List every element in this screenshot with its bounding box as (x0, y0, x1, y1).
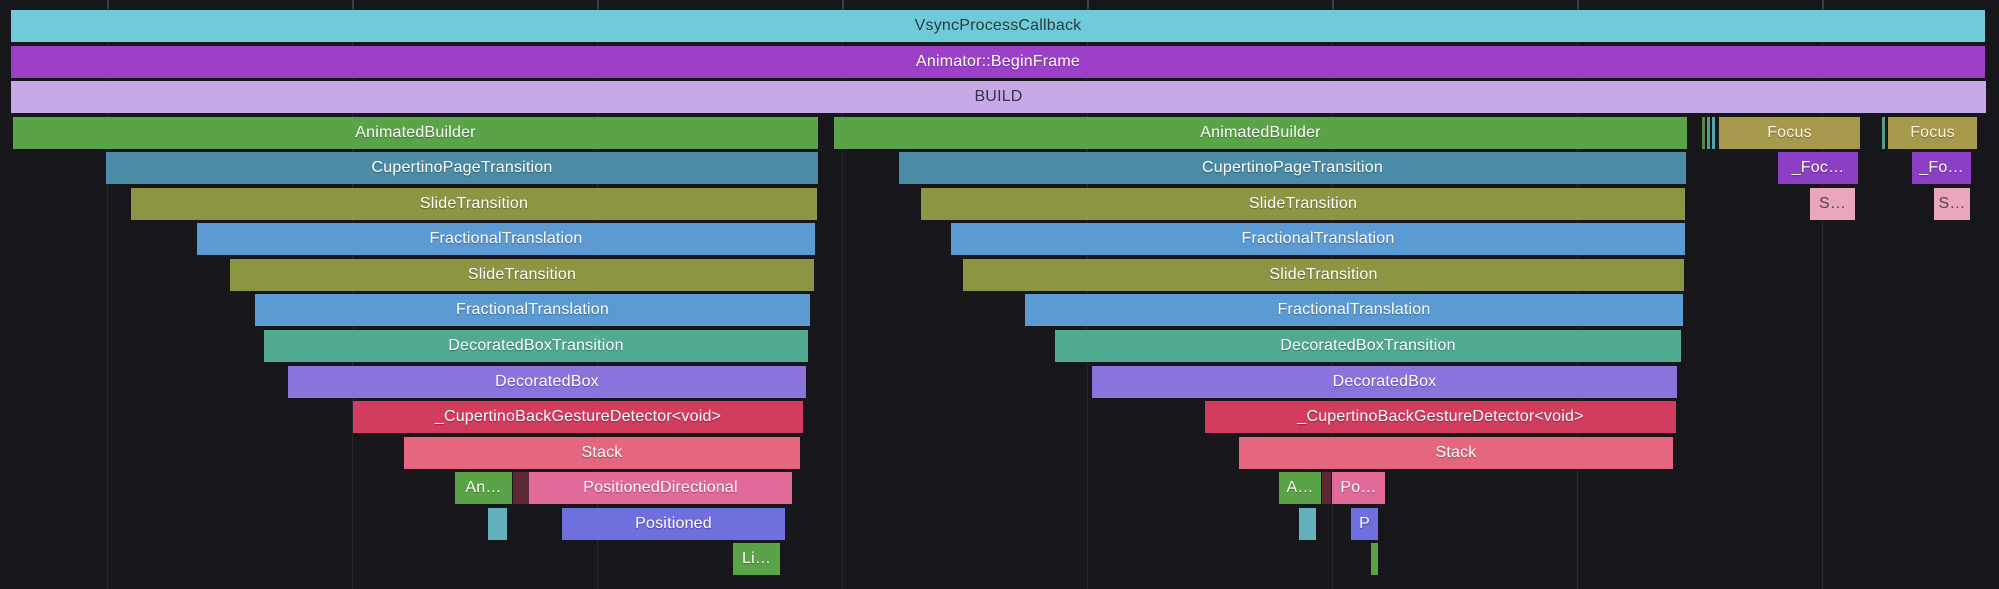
frame-cupertinopagetransition[interactable]: CupertinoPageTransition (106, 152, 818, 184)
frame-sliver[interactable] (1707, 117, 1710, 149)
ruler-tick (352, 0, 354, 9)
frame-decoratedbox[interactable]: DecoratedBox (288, 366, 806, 398)
frame-cupertinobackgesturedetector-void[interactable]: _CupertinoBackGestureDetector<void> (1205, 401, 1676, 433)
ruler-tick (1577, 0, 1579, 9)
frame-slidetransition[interactable]: SlideTransition (921, 188, 1685, 220)
frame-foc[interactable]: _Foc… (1778, 152, 1858, 184)
frame-sliver[interactable] (1702, 117, 1705, 149)
frame-sliver[interactable] (1299, 508, 1316, 540)
frame-sliver[interactable] (1712, 117, 1715, 149)
frame-slidetransition[interactable]: SlideTransition (963, 259, 1684, 291)
gridline (842, 0, 843, 589)
frame-sliver[interactable] (1882, 117, 1885, 149)
gridline (107, 0, 108, 589)
frame-po[interactable]: Po… (1332, 472, 1385, 504)
frame-animatedbuilder[interactable]: AnimatedBuilder (834, 117, 1687, 149)
ruler-tick (842, 0, 844, 9)
frame-cupertinopagetransition[interactable]: CupertinoPageTransition (899, 152, 1686, 184)
frame-cupertinobackgesturedetector-void[interactable]: _CupertinoBackGestureDetector<void> (353, 401, 803, 433)
ruler-tick (597, 0, 599, 9)
ruler-tick (1087, 0, 1089, 9)
frame-s[interactable]: S… (1810, 188, 1855, 220)
frame-sliver[interactable] (488, 508, 507, 540)
frame-animator-beginframe[interactable]: Animator::BeginFrame (11, 46, 1985, 78)
frame-vsyncprocesscallback[interactable]: VsyncProcessCallback (11, 10, 1985, 42)
frame-positioneddirectional[interactable]: PositionedDirectional (529, 472, 792, 504)
frame-slidetransition[interactable]: SlideTransition (131, 188, 817, 220)
ruler-tick (1822, 0, 1824, 9)
frame-fo[interactable]: _Fo… (1912, 152, 1971, 184)
frame-decoratedboxtransition[interactable]: DecoratedBoxTransition (264, 330, 808, 362)
ruler-tick (107, 0, 109, 9)
frame-a[interactable]: A… (1279, 472, 1321, 504)
frame-stack[interactable]: Stack (1239, 437, 1673, 469)
frame-p[interactable]: P (1351, 508, 1378, 540)
frame-positioned[interactable]: Positioned (562, 508, 785, 540)
frame-focus[interactable]: Focus (1888, 117, 1977, 149)
frame-li[interactable]: Li… (733, 543, 780, 575)
frame-s[interactable]: S… (1934, 188, 1970, 220)
frame-stack[interactable]: Stack (404, 437, 800, 469)
frame-sliver[interactable] (1322, 472, 1331, 504)
frame-decoratedboxtransition[interactable]: DecoratedBoxTransition (1055, 330, 1681, 362)
frame-build[interactable]: BUILD (11, 81, 1986, 113)
frame-sliver[interactable] (1371, 543, 1378, 575)
frame-fractionaltranslation[interactable]: FractionalTranslation (1025, 294, 1683, 326)
frame-fractionaltranslation[interactable]: FractionalTranslation (255, 294, 810, 326)
frame-fractionaltranslation[interactable]: FractionalTranslation (951, 223, 1685, 255)
frame-animatedbuilder[interactable]: AnimatedBuilder (13, 117, 818, 149)
frame-focus[interactable]: Focus (1719, 117, 1860, 149)
ruler-tick (1332, 0, 1334, 9)
frame-slidetransition[interactable]: SlideTransition (230, 259, 814, 291)
frame-an[interactable]: An… (455, 472, 512, 504)
frame-fractionaltranslation[interactable]: FractionalTranslation (197, 223, 815, 255)
frame-decoratedbox[interactable]: DecoratedBox (1092, 366, 1677, 398)
frame-sliver[interactable] (513, 472, 529, 504)
gridline (1822, 0, 1823, 589)
